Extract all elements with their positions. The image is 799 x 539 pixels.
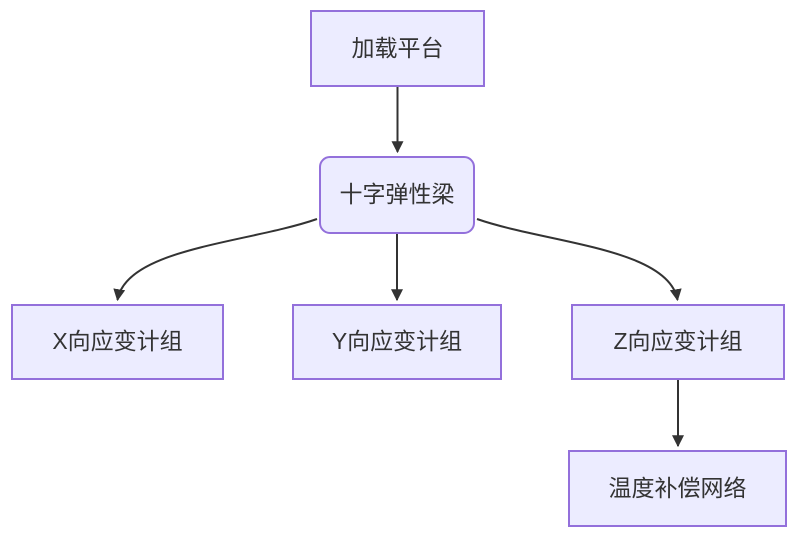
node-loading-platform: 加载平台 [310, 10, 485, 87]
node-cross-elastic-beam: 十字弹性梁 [319, 156, 475, 234]
node-x-strain-gauge-group-label: X向应变计组 [52, 328, 183, 355]
edge-cross-beam-to-x-gauges [113, 218, 318, 302]
node-temp-compensation-network: 温度补偿网络 [568, 450, 787, 527]
node-z-strain-gauge-group-label: Z向应变计组 [613, 328, 743, 355]
node-loading-platform-label: 加载平台 [351, 34, 444, 61]
node-y-strain-gauge-group: Y向应变计组 [292, 304, 502, 380]
node-cross-elastic-beam-label: 十字弹性梁 [339, 181, 455, 208]
node-y-strain-gauge-group-label: Y向应变计组 [331, 328, 463, 355]
node-z-strain-gauge-group: Z向应变计组 [571, 304, 785, 380]
edge-cross-beam-to-z-gauges [476, 218, 682, 302]
node-temp-compensation-network-label: 温度补偿网络 [608, 474, 747, 501]
node-x-strain-gauge-group: X向应变计组 [11, 304, 224, 380]
